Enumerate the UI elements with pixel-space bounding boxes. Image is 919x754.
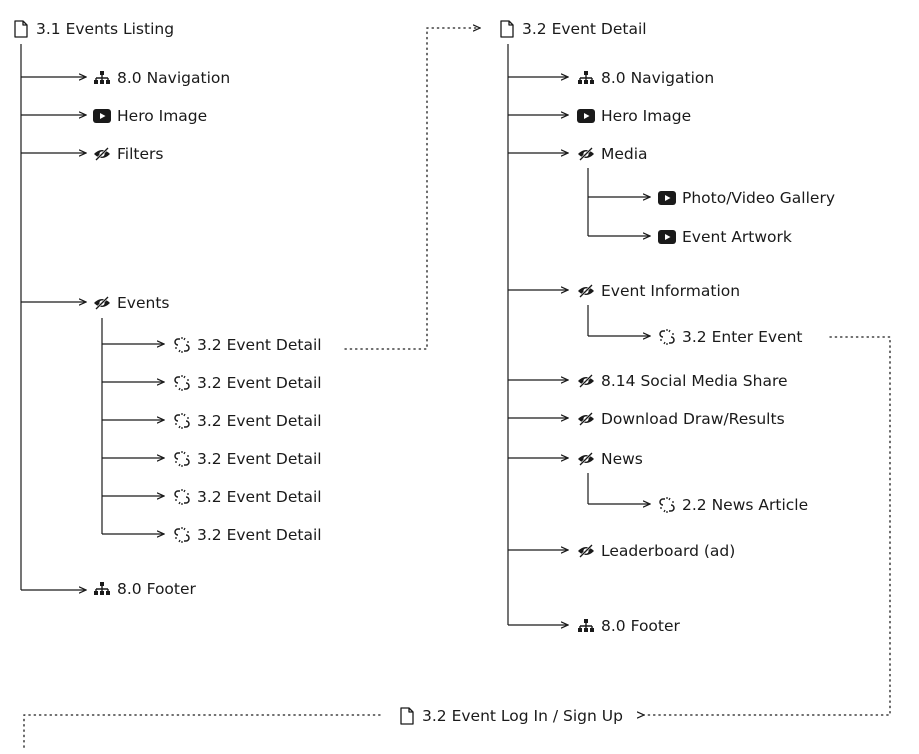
video-icon xyxy=(658,189,676,207)
unlink-icon xyxy=(173,412,191,430)
eye-slash-icon xyxy=(93,145,111,163)
detail-news-article-link[interactable]: 2.2 News Article xyxy=(658,495,808,515)
page-event-detail[interactable]: 3.2 Event Detail xyxy=(498,19,647,39)
listing-filters[interactable]: Filters xyxy=(93,144,163,164)
eye-slash-icon xyxy=(93,294,111,312)
event-detail-link[interactable]: 3.2 Event Detail xyxy=(173,525,322,545)
page-icon xyxy=(398,707,416,725)
eye-slash-icon xyxy=(577,372,595,390)
video-icon xyxy=(577,107,595,125)
detail-photo-video-gallery[interactable]: Photo/Video Gallery xyxy=(658,188,835,208)
page-event-login[interactable]: 3.2 Event Log In / Sign Up xyxy=(398,706,623,726)
detail-enter-event-link[interactable]: 3.2 Enter Event xyxy=(658,327,803,347)
page-icon xyxy=(498,20,516,38)
eye-slash-icon xyxy=(577,450,595,468)
video-icon xyxy=(93,107,111,125)
sitemap-icon xyxy=(577,617,595,635)
detail-download-draw-results[interactable]: Download Draw/Results xyxy=(577,409,785,429)
event-detail-link[interactable]: 3.2 Event Detail xyxy=(173,373,322,393)
sitemap-icon xyxy=(577,69,595,87)
page-title: 3.2 Event Detail xyxy=(522,20,647,38)
unlink-icon xyxy=(173,374,191,392)
detail-event-information[interactable]: Event Information xyxy=(577,281,740,301)
video-icon xyxy=(658,228,676,246)
unlink-icon xyxy=(173,526,191,544)
page-title: 3.2 Event Log In / Sign Up xyxy=(422,707,623,725)
detail-event-artwork[interactable]: Event Artwork xyxy=(658,227,792,247)
sitemap-icon xyxy=(93,69,111,87)
detail-leaderboard[interactable]: Leaderboard (ad) xyxy=(577,541,735,561)
page-events-listing[interactable]: 3.1 Events Listing xyxy=(12,19,174,39)
event-detail-link[interactable]: 3.2 Event Detail xyxy=(173,487,322,507)
link-enter-to-login xyxy=(644,336,891,715)
detail-news[interactable]: News xyxy=(577,449,643,469)
eye-slash-icon xyxy=(577,145,595,163)
link-login-continues xyxy=(23,714,381,751)
listing-footer[interactable]: 8.0 Footer xyxy=(93,579,196,599)
detail-hero-image[interactable]: Hero Image xyxy=(577,106,691,126)
unlink-icon xyxy=(173,488,191,506)
sitemap-icon xyxy=(93,580,111,598)
event-detail-link[interactable]: 3.2 Event Detail xyxy=(173,335,322,355)
detail-social-media-share[interactable]: 8.14 Social Media Share xyxy=(577,371,788,391)
detail-media[interactable]: Media xyxy=(577,144,648,164)
detail-footer[interactable]: 8.0 Footer xyxy=(577,616,680,636)
eye-slash-icon xyxy=(577,282,595,300)
listing-events[interactable]: Events xyxy=(93,293,169,313)
link-listing-to-detail xyxy=(344,28,480,350)
page-icon xyxy=(12,20,30,38)
unlink-icon xyxy=(173,336,191,354)
listing-hero-image[interactable]: Hero Image xyxy=(93,106,207,126)
detail-navigation[interactable]: 8.0 Navigation xyxy=(577,68,714,88)
page-title: 3.1 Events Listing xyxy=(36,20,175,38)
eye-slash-icon xyxy=(577,542,595,560)
unlink-icon xyxy=(658,328,676,346)
eye-slash-icon xyxy=(577,410,595,428)
event-detail-link[interactable]: 3.2 Event Detail xyxy=(173,449,322,469)
unlink-icon xyxy=(173,450,191,468)
listing-navigation[interactable]: 8.0 Navigation xyxy=(93,68,230,88)
unlink-icon xyxy=(658,496,676,514)
event-detail-link[interactable]: 3.2 Event Detail xyxy=(173,411,322,431)
